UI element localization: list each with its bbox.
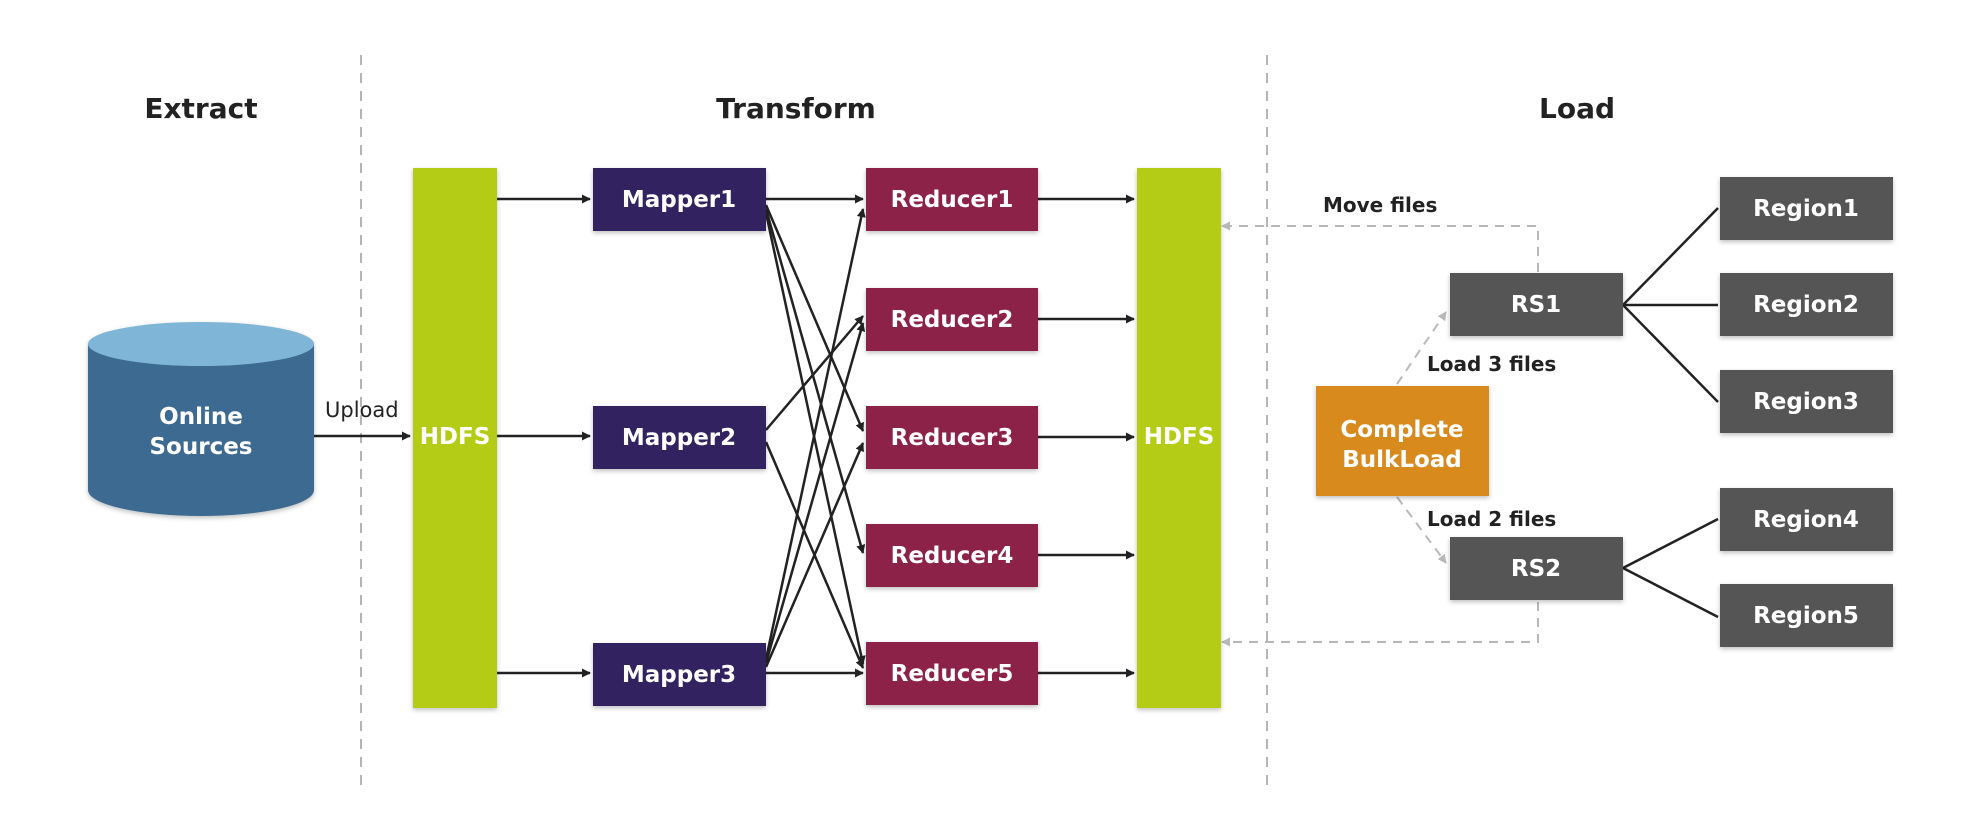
online-sources-label-line1: Online bbox=[159, 404, 243, 430]
edge-rs1-region1 bbox=[1622, 207, 1719, 306]
edge-bulkload-rs1 bbox=[1396, 311, 1447, 385]
reducer4-box bbox=[866, 524, 1038, 587]
edge-rs2-region5 bbox=[1622, 566, 1719, 619]
reducer1-label: Reducer1 bbox=[891, 187, 1014, 213]
reducer2-box bbox=[866, 288, 1038, 351]
edge-rs1-move-files bbox=[1221, 221, 1539, 272]
rs2-label: RS2 bbox=[1511, 556, 1561, 582]
online-sources-label-line2: Sources bbox=[149, 434, 252, 460]
section-title-load: Load bbox=[1539, 92, 1615, 125]
edge-label-move-files: Move files bbox=[1323, 193, 1437, 217]
reducer5-label: Reducer5 bbox=[891, 661, 1014, 687]
section-title-transform: Transform bbox=[716, 92, 876, 125]
region4-label: Region4 bbox=[1753, 507, 1859, 533]
mapper2-label: Mapper2 bbox=[622, 425, 736, 451]
reducer3-box bbox=[866, 406, 1038, 469]
rs2-box bbox=[1450, 537, 1623, 600]
mapper1-label: Mapper1 bbox=[622, 187, 736, 213]
hdfs-input-label: HDFS bbox=[420, 424, 491, 450]
region3-box bbox=[1720, 370, 1893, 433]
edge-label-load-2-files: Load 2 files bbox=[1427, 507, 1556, 531]
reducer2-label: Reducer2 bbox=[891, 307, 1014, 333]
edge-rs1-region3 bbox=[1622, 304, 1719, 403]
reducer4-label: Reducer4 bbox=[891, 543, 1014, 569]
region4-box bbox=[1720, 488, 1893, 551]
reducer1-box bbox=[866, 168, 1038, 231]
region2-box bbox=[1720, 273, 1893, 336]
hdfs-input-bar bbox=[413, 168, 497, 708]
edge-rs2-move-files bbox=[1221, 602, 1539, 647]
rs1-box bbox=[1450, 273, 1623, 336]
section-title-extract: Extract bbox=[144, 92, 257, 125]
reducer3-label: Reducer3 bbox=[891, 425, 1014, 451]
edge-label-load-3-files: Load 3 files bbox=[1427, 352, 1556, 376]
rs1-label: RS1 bbox=[1511, 292, 1561, 318]
region1-box bbox=[1720, 177, 1893, 240]
edge-mapper1-reducer3 bbox=[764, 204, 865, 432]
database-body bbox=[88, 344, 314, 516]
edge-mapper3-reducer3 bbox=[764, 442, 865, 668]
edge-mapper2-reducer2 bbox=[765, 315, 864, 431]
edge-mapper3-reducer1 bbox=[764, 208, 866, 660]
edge-bulkload-rs2 bbox=[1396, 496, 1447, 564]
edge-label-upload: Upload bbox=[325, 398, 399, 422]
region1-label: Region1 bbox=[1753, 196, 1859, 222]
region3-label: Region3 bbox=[1753, 389, 1859, 415]
mapper3-label: Mapper3 bbox=[622, 662, 736, 688]
hdfs-output-label: HDFS bbox=[1144, 424, 1215, 450]
mapper1-box bbox=[593, 168, 766, 231]
region2-label: Region2 bbox=[1753, 292, 1859, 318]
hdfs-output-bar bbox=[1137, 168, 1221, 708]
bulkload-label-line1: Complete bbox=[1340, 417, 1463, 443]
edge-mapper1-reducer4 bbox=[764, 208, 866, 554]
bulkload-label-line2: BulkLoad bbox=[1342, 447, 1462, 473]
bulkload-box bbox=[1316, 386, 1489, 496]
database-top bbox=[88, 322, 314, 366]
edge-rs2-region4 bbox=[1622, 517, 1719, 570]
region5-box bbox=[1720, 584, 1893, 647]
reducer5-box bbox=[866, 642, 1038, 705]
edge-mapper3-reducer2 bbox=[764, 322, 866, 664]
mapper3-box bbox=[593, 643, 766, 706]
region5-label: Region5 bbox=[1753, 603, 1859, 629]
online-sources-database bbox=[88, 322, 314, 516]
mapper2-box bbox=[593, 406, 766, 469]
